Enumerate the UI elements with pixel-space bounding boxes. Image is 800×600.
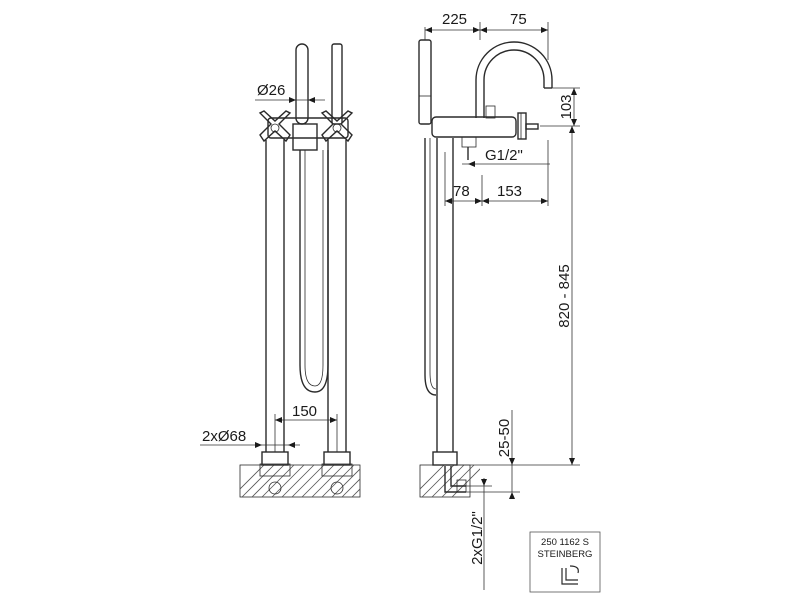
- dim-thread-bottom-label: 2xG1/2": [469, 511, 486, 565]
- product-code: 250 1162 S: [541, 537, 589, 548]
- left-base-collar: [261, 451, 289, 466]
- side-view: 225 75 103 G1/2" 78 153: [418, 11, 580, 590]
- floor-section-side: [419, 464, 480, 498]
- dim-pitch: [274, 414, 338, 452]
- spout: [475, 41, 553, 118]
- dim-height-range: [458, 126, 580, 466]
- left-cross-handle: [258, 110, 292, 143]
- dim-height-103-label: 103: [558, 94, 575, 119]
- right-base-collar: [323, 451, 351, 466]
- cross-handle-side: [517, 112, 539, 140]
- hose-side: [424, 138, 437, 396]
- dim-hose-width: [255, 94, 325, 118]
- mixer-body-side: [431, 116, 517, 138]
- dim-depth-top: [424, 22, 549, 60]
- dim-pipe-diameter-label: 2xØ68: [202, 428, 246, 445]
- hand-shower-side: [418, 39, 432, 125]
- diverter-front: [292, 123, 318, 151]
- left-standpipe: [265, 140, 285, 452]
- dim-depth-75-label: 75: [510, 11, 527, 28]
- shower-holder-front: [331, 43, 343, 125]
- hand-shower-front: [295, 43, 309, 125]
- hose-front: [299, 150, 329, 393]
- floor-section-front: [239, 463, 361, 498]
- steinberg-logo-icon: [561, 565, 579, 585]
- dim-thread-top-label: G1/2": [485, 147, 523, 164]
- side-standpipe: [436, 138, 454, 452]
- dim-thread-bottom: [466, 478, 492, 590]
- dim-pipe-diameter: [200, 442, 300, 448]
- dim-offset-78-label: 78: [453, 183, 470, 200]
- side-base-collar: [432, 451, 458, 466]
- dim-floor-range: [466, 410, 520, 499]
- right-cross-handle: [320, 110, 354, 143]
- dim-pitch-label: 150: [292, 403, 317, 420]
- front-view: Ø26 150 2xØ68: [200, 43, 361, 498]
- dim-offset-153-label: 153: [497, 183, 522, 200]
- dim-offsets: [444, 140, 549, 206]
- brand-name: STEINBERG: [538, 549, 593, 560]
- dim-height-range-label: 820 - 845: [556, 264, 573, 327]
- dim-floor-range-label: 25-50: [496, 419, 513, 457]
- title-block: 250 1162 S STEINBERG: [529, 531, 601, 593]
- dim-thread-top: [462, 161, 550, 167]
- dim-hose-width-label: Ø26: [257, 82, 285, 99]
- dim-height-103: [540, 87, 580, 127]
- right-standpipe: [327, 140, 347, 452]
- dim-depth-225-label: 225: [442, 11, 467, 28]
